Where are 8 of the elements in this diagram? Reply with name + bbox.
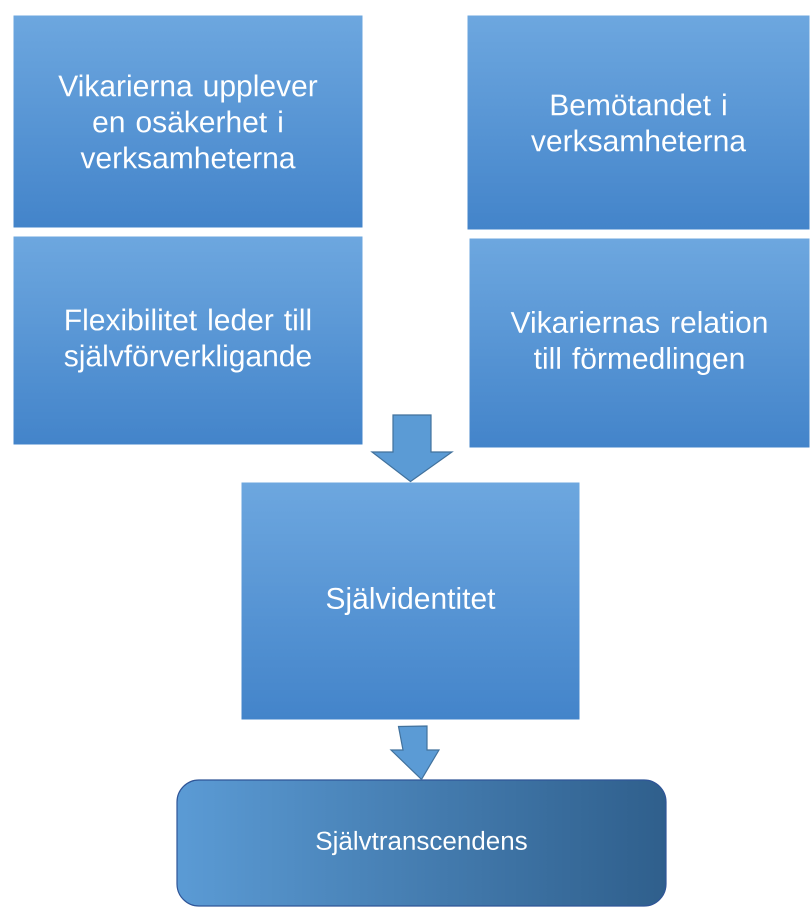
rounded-box: Självtranscendens [176, 779, 667, 907]
process-box: Vikarierna upplever en osäkerhet i verksamheterna [12, 14, 364, 228]
process-box: Självidentitet [240, 482, 580, 720]
process-box: Bemötandet i verksamheterna [466, 14, 810, 230]
block-arrow [370, 414, 454, 482]
process-box: Flexibilitet leder till självförverkligande [12, 236, 364, 446]
block-arrow [390, 725, 440, 780]
process-box: Vikariernas relation till förmedlingen [468, 238, 810, 448]
